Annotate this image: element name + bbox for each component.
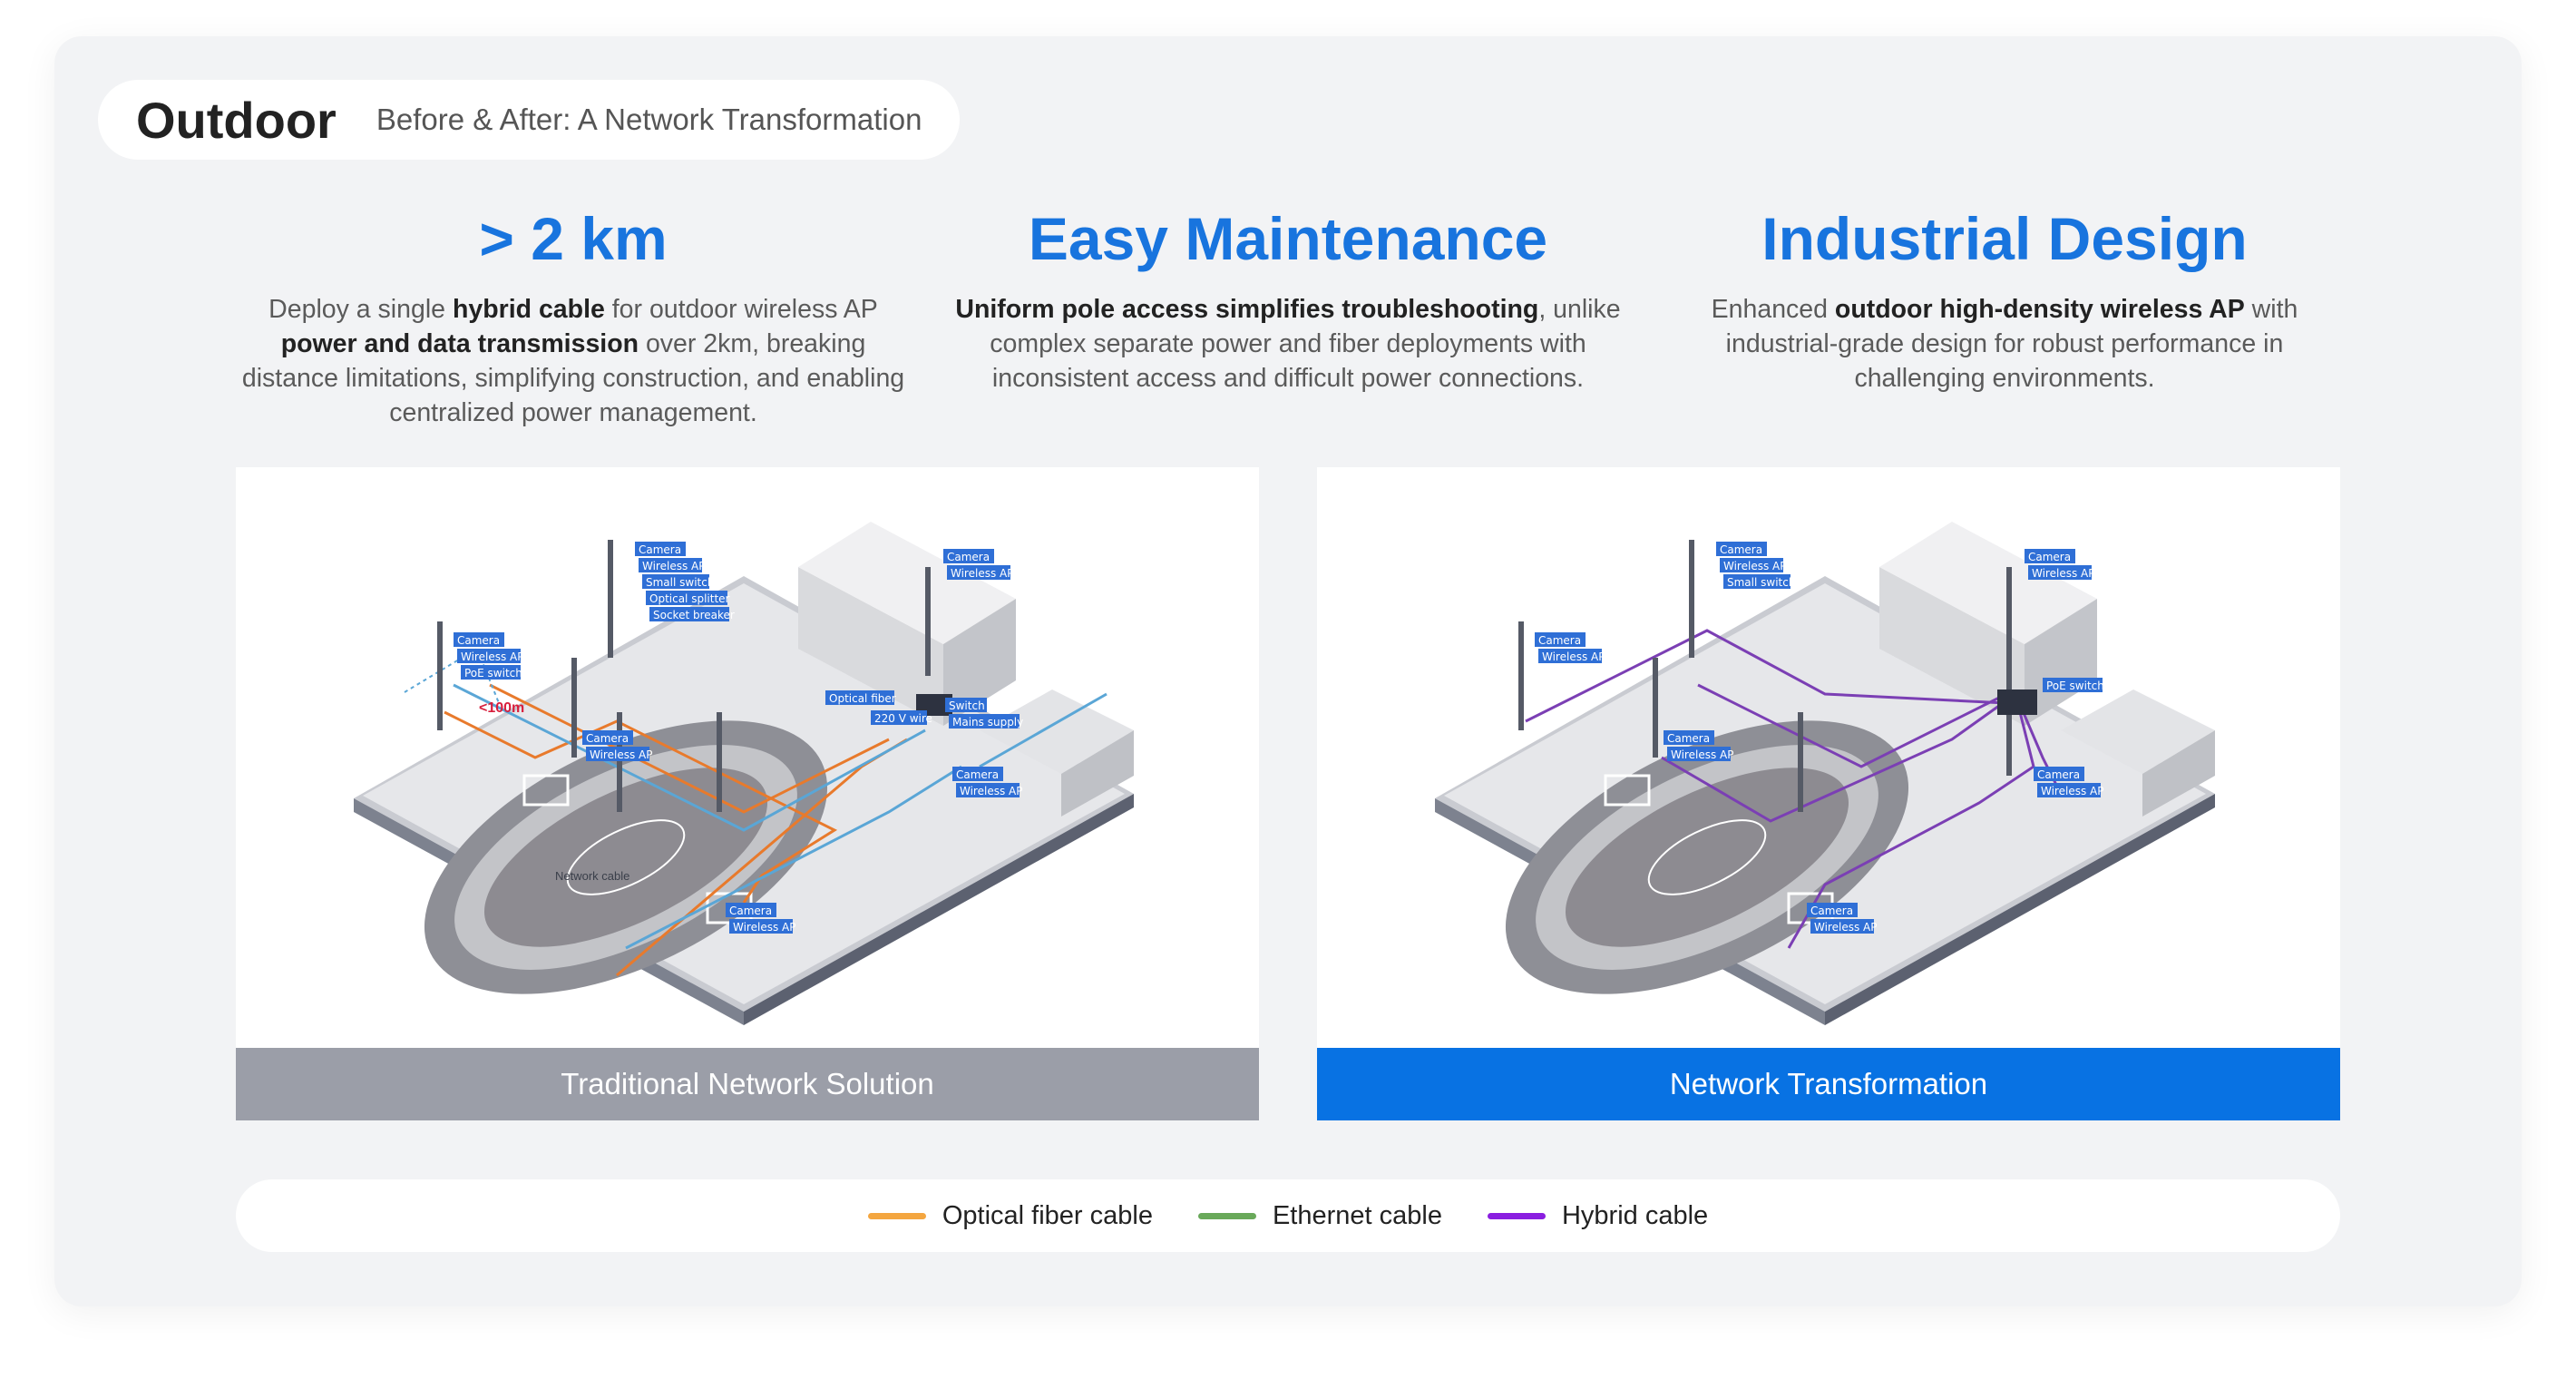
header-pill: Outdoor Before & After: A Network Transf…: [98, 80, 961, 160]
svg-text:Socket breaker: Socket breaker: [653, 609, 735, 621]
svg-text:Camera: Camera: [586, 732, 629, 745]
svg-text:Wireless AP: Wireless AP: [960, 785, 1022, 797]
svg-text:Small switch: Small switch: [646, 576, 714, 589]
feature-title: > 2 km: [479, 205, 668, 272]
svg-text:220 V wire: 220 V wire: [874, 712, 932, 725]
svg-text:Optical splitter: Optical splitter: [649, 592, 730, 605]
svg-text:Camera: Camera: [2037, 768, 2080, 781]
svg-text:Wireless AP: Wireless AP: [1723, 560, 1786, 572]
svg-text:Camera: Camera: [457, 634, 500, 647]
feature-title: Easy Maintenance: [1028, 205, 1548, 272]
transformed-network-illustration: Camera Wireless AP Small switch Camera W…: [1435, 522, 2215, 1025]
svg-text:Wireless AP: Wireless AP: [590, 748, 652, 761]
svg-text:Camera: Camera: [956, 768, 999, 781]
svg-text:Camera: Camera: [1667, 732, 1710, 745]
svg-text:<100m: <100m: [479, 700, 524, 716]
feature-description: Uniform pole access simplifies troublesh…: [955, 295, 1621, 393]
legend-swatch: [1487, 1212, 1546, 1219]
page-title: Outdoor: [136, 91, 337, 149]
feature-industrial: Industrial Design Enhanced outdoor high-…: [1669, 201, 2340, 396]
svg-text:Camera: Camera: [1810, 905, 1853, 917]
svg-text:PoE switch: PoE switch: [2046, 680, 2104, 692]
svg-text:Camera: Camera: [947, 551, 990, 563]
svg-text:Wireless AP: Wireless AP: [2032, 567, 2094, 580]
feature-title: Industrial Design: [1761, 205, 2248, 272]
svg-text:Wireless AP: Wireless AP: [642, 560, 705, 572]
svg-text:Wireless AP: Wireless AP: [951, 567, 1013, 580]
feature-distance: > 2 km Deploy a single hybrid cable for …: [238, 201, 909, 430]
svg-text:Wireless AP: Wireless AP: [1542, 650, 1605, 663]
cable-legend: Optical fiber cable Ethernet cable Hybri…: [236, 1179, 2340, 1252]
svg-text:Mains supply: Mains supply: [952, 716, 1023, 729]
svg-text:Network cable: Network cable: [555, 869, 629, 883]
svg-text:Camera: Camera: [1720, 543, 1762, 556]
legend-item-hybrid: Hybrid cable: [1487, 1200, 1709, 1231]
svg-text:Wireless AP: Wireless AP: [2041, 785, 2103, 797]
legend-label: Optical fiber cable: [942, 1200, 1153, 1230]
svg-text:Wireless AP: Wireless AP: [1671, 748, 1733, 761]
feature-description: Deploy a single hybrid cable for outdoor…: [241, 295, 905, 427]
legend-item-ethernet: Ethernet cable: [1197, 1200, 1442, 1231]
network-transformation-panel: Camera Wireless AP Small switch Camera W…: [1317, 467, 2340, 1120]
svg-text:Camera: Camera: [1538, 634, 1581, 647]
legend-label: Ethernet cable: [1272, 1200, 1442, 1230]
traditional-network-illustration: Camera Wireless AP Small switch Optical …: [354, 522, 1134, 1025]
svg-text:Small switch: Small switch: [1727, 576, 1795, 589]
traditional-solution-caption: Traditional Network Solution: [236, 1048, 1259, 1120]
feature-description: Enhanced outdoor high-density wireless A…: [1711, 295, 2298, 393]
svg-text:Wireless AP: Wireless AP: [1814, 921, 1877, 934]
svg-text:Wireless AP: Wireless AP: [461, 650, 523, 663]
legend-swatch: [867, 1212, 926, 1219]
legend-label: Hybrid cable: [1561, 1200, 1709, 1230]
traditional-solution-panel: Camera Wireless AP Small switch Optical …: [236, 467, 1259, 1120]
legend-item-optical-fiber: Optical fiber cable: [867, 1200, 1153, 1231]
legend-swatch: [1197, 1212, 1256, 1219]
svg-text:Camera: Camera: [639, 543, 681, 556]
feature-maintenance: Easy Maintenance Uniform pole access sim…: [952, 201, 1624, 396]
svg-text:Switch: Switch: [949, 699, 985, 712]
network-transformation-caption: Network Transformation: [1317, 1048, 2340, 1120]
page-subtitle: Before & After: A Network Transformation: [376, 103, 922, 136]
svg-text:Wireless AP: Wireless AP: [733, 921, 795, 934]
svg-text:Camera: Camera: [729, 905, 772, 917]
svg-text:PoE switch: PoE switch: [464, 667, 522, 680]
svg-text:Optical fiber: Optical fiber: [829, 692, 896, 705]
svg-text:Camera: Camera: [2028, 551, 2071, 563]
